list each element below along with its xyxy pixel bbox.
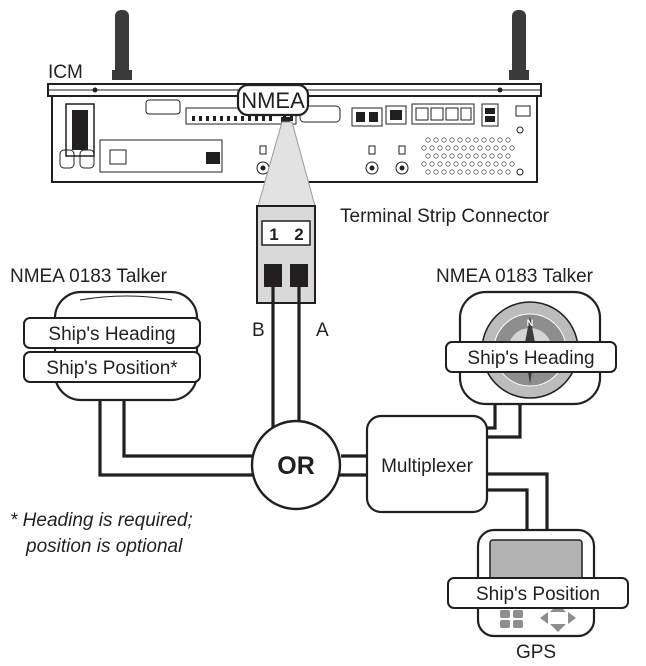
left-talker-label: NMEA 0183 Talker bbox=[10, 266, 168, 287]
right-antenna-icon bbox=[509, 10, 529, 80]
gps-label: GPS bbox=[516, 642, 556, 663]
right-talker-label: NMEA 0183 Talker bbox=[436, 266, 594, 287]
or-label: OR bbox=[277, 452, 315, 480]
right-heading-callout bbox=[445, 341, 617, 373]
multiplexer-box bbox=[365, 414, 489, 514]
footnote-line-2: position is optional bbox=[25, 536, 183, 557]
left-heading-callout bbox=[23, 317, 201, 349]
svg-text:N: N bbox=[527, 318, 534, 328]
terminal-strip-connector: 1 2 bbox=[256, 205, 316, 304]
gps-position-label: Ship's Position bbox=[476, 584, 600, 605]
terminal-pin-2: 2 bbox=[294, 225, 303, 244]
or-junction bbox=[250, 419, 342, 511]
terminal-slot-1 bbox=[264, 264, 282, 287]
footnote-line-1: * Heading is required; bbox=[10, 510, 193, 531]
gps-position-callout bbox=[447, 577, 629, 609]
wiring bbox=[98, 287, 549, 532]
nmea-port-callout bbox=[236, 83, 310, 117]
left-position-label: Ship's Position* bbox=[46, 358, 178, 379]
terminal-slot-2 bbox=[290, 264, 308, 287]
multiplexer-label: Multiplexer bbox=[381, 456, 474, 477]
wire-a-label: A bbox=[316, 320, 329, 341]
power-inlet-icon bbox=[59, 103, 95, 169]
nmea-port-label: NMEA bbox=[241, 88, 305, 113]
left-heading-label: Ship's Heading bbox=[48, 324, 175, 345]
terminal-strip-label: Terminal Strip Connector bbox=[340, 206, 550, 227]
icm-label: ICM bbox=[48, 62, 83, 83]
terminal-pin-1: 1 bbox=[269, 225, 278, 244]
left-antenna-icon bbox=[112, 10, 132, 80]
wire-b-label: B bbox=[252, 320, 265, 341]
left-position-callout bbox=[23, 351, 201, 383]
right-heading-label: Ship's Heading bbox=[467, 348, 594, 369]
